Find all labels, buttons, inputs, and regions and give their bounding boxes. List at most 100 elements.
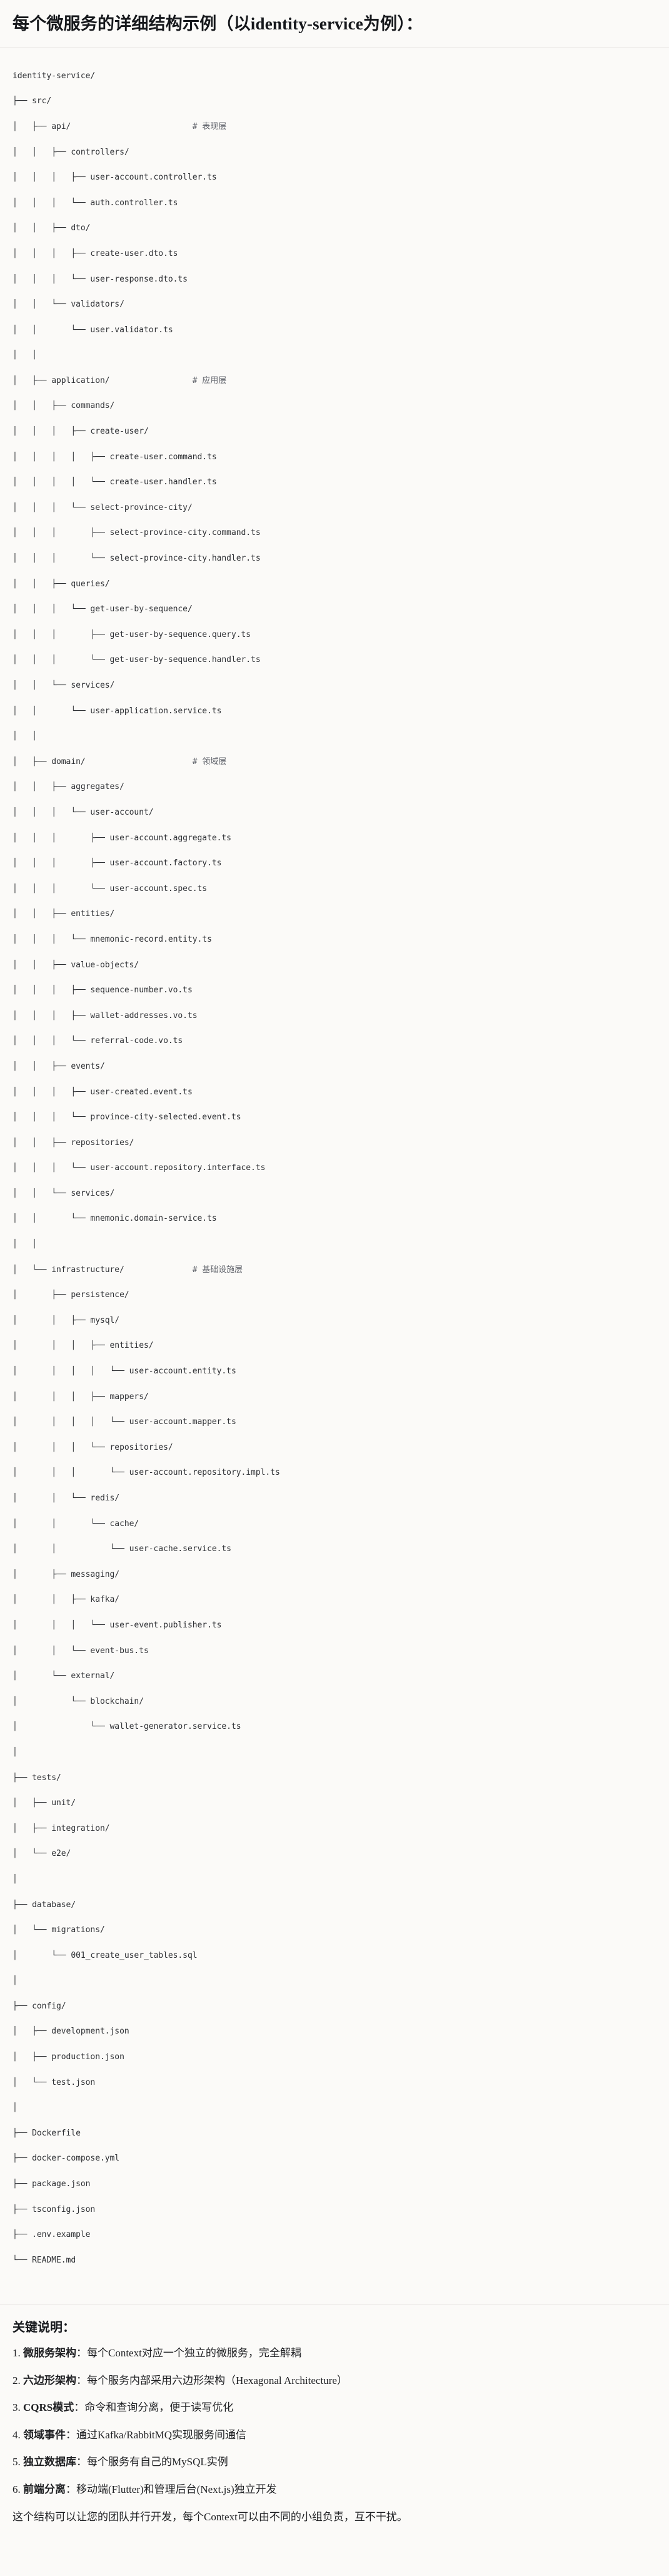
tree-line: │ │ │ ├── create-user/ [13,427,149,437]
tree-line-comment: # 基础设施层 [192,1265,243,1275]
tree-line: │ └── test.json [13,2077,96,2087]
tree-line: │ │ ├── entities/ [13,909,115,919]
tree-line: │ │ │ └── user-account.repository.impl.t… [13,1468,280,1478]
tree-line: │ │ └── user.validator.ts [13,325,173,335]
tree-line: │ │ └── validators/ [13,300,124,310]
key-point-number: 3. [13,2401,23,2414]
tree-line: │ └── infrastructure/ # 基础设施层 [13,1265,243,1275]
key-point-item: 6. 前端分离：移动端(Flutter)和管理后台(Next.js)独立开发 [13,2482,656,2498]
tree-line: │ │ │ └── user-account.repository.interf… [13,1163,266,1173]
tree-line: │ │ │ └── user-event.publisher.ts [13,1620,222,1630]
tree-line: │ │ │ │ └── create-user.handler.ts [13,477,217,487]
tree-line: │ │ │ └── get-user-by-sequence.handler.t… [13,655,261,665]
tree-line: │ │ └── user-cache.service.ts [13,1544,231,1554]
tree-line: │ │ │ └── user-response.dto.ts [13,274,188,284]
tree-line: │ │ │ ├── entities/ [13,1341,154,1351]
tree-line: │ │ │ └── select-province-city/ [13,502,193,512]
tree-line: │ │ │ └── repositories/ [13,1442,173,1452]
tree-line: │ │ │ │ ├── create-user.command.ts [13,452,217,462]
tree-line: │ │ │ │ └── user-account.mapper.ts [13,1417,236,1427]
tree-line: │ │ │ └── mnemonic-record.entity.ts [13,934,212,944]
tree-line-comment: # 表现层 [192,121,227,131]
key-points-title: 关键说明： [13,2321,75,2335]
tree-line: │ │ ├── kafka/ [13,1595,120,1605]
page-title: 每个微服务的详细结构示例（以identity-service为例）： [13,14,423,33]
tree-line: │ │ ├── aggregates/ [13,782,124,792]
tree-line: │ ├── production.json [13,2052,124,2062]
tree-line: │ │ │ ├── create-user.dto.ts [13,248,178,258]
tree-line: │ │ │ ├── get-user-by-sequence.query.ts [13,629,251,639]
tree-line: │ └── e2e/ [13,1849,71,1859]
key-point-description: ：通过Kafka/RabbitMQ实现服务间通信 [66,2428,246,2441]
directory-tree-text: identity-service/ ├── src/ │ ├── api/ # … [13,70,656,2267]
tree-line: │ ├── application/ # 应用层 [13,375,227,385]
key-point-item: 3. CQRS模式：命令和查询分离，便于读写优化 [13,2400,656,2416]
tree-line: │ [13,1874,18,1884]
tree-line: │ [13,1747,18,1757]
tree-line: │ │ │ │ └── user-account.entity.ts [13,1367,236,1377]
key-point-term: 六边形架构 [23,2374,76,2386]
directory-tree: identity-service/ ├── src/ │ ├── api/ # … [13,70,656,2280]
tree-line: ├── package.json [13,2179,91,2189]
tree-line: │ │ [13,731,37,741]
tree-line-comment: # 应用层 [192,375,227,385]
tree-line: │ │ └── cache/ [13,1519,139,1529]
tree-line: │ │ │ └── province-city-selected.event.t… [13,1112,241,1123]
directory-tree-block: identity-service/ ├── src/ │ ├── api/ # … [0,48,669,2304]
key-point-number: 1. [13,2347,23,2360]
tree-line: │ │ └── services/ [13,1188,115,1198]
tree-line: │ ├── persistence/ [13,1290,129,1300]
key-point-term: 微服务架构 [23,2347,76,2360]
tree-line: │ │ │ └── user-account.spec.ts [13,883,208,893]
tree-line: │ │ ├── mysql/ [13,1315,120,1325]
tree-line: │ │ │ ├── select-province-city.command.t… [13,528,261,538]
tree-line: ├── tests/ [13,1773,61,1783]
tree-line: │ │ └── event-bus.ts [13,1646,149,1656]
tree-line: │ │ │ ├── user-account.controller.ts [13,173,217,183]
tree-line: │ └── external/ [13,1671,115,1681]
tree-line: │ │ │ └── referral-code.vo.ts [13,1036,183,1046]
tree-line: │ ├── api/ # 表现层 [13,121,227,131]
tree-line: │ │ └── redis/ [13,1494,120,1503]
key-point-description: ：每个服务有自己的MySQL实例 [76,2456,228,2468]
key-points-block: 关键说明： 1. 微服务架构：每个Context对应一个独立的微服务，完全解耦 2… [0,2304,669,2543]
tree-line: │ ├── messaging/ [13,1569,120,1579]
tree-line: │ │ │ ├── mappers/ [13,1392,149,1402]
tree-line: │ │ ├── controllers/ [13,147,129,157]
tree-line: │ └── migrations/ [13,1925,105,1935]
key-point-number: 6. [13,2483,23,2495]
tree-line-comment: # 领域层 [192,756,227,766]
tree-line: │ ├── integration/ [13,1823,110,1833]
tree-line: │ │ │ ├── sequence-number.vo.ts [13,985,193,995]
tree-line: ├── .env.example [13,2230,91,2240]
key-points-list: 1. 微服务架构：每个Context对应一个独立的微服务，完全解耦 2. 六边形架… [13,2345,656,2497]
key-point-term: 领域事件 [23,2428,66,2441]
key-point-item: 2. 六边形架构：每个服务内部采用六边形架构（Hexagonal Archite… [13,2373,656,2389]
tree-line: │ │ ├── dto/ [13,223,91,233]
tree-line: └── README.md [13,2255,76,2265]
key-point-number: 4. [13,2428,23,2441]
key-point-number: 5. [13,2456,23,2468]
tree-line: │ │ ├── queries/ [13,579,110,589]
tree-line: │ │ │ └── select-province-city.handler.t… [13,554,261,564]
tree-line: │ │ │ └── user-account/ [13,807,154,817]
page-header: 每个微服务的详细结构示例（以identity-service为例）： [0,0,669,48]
tree-line: ├── config/ [13,2001,66,2011]
tree-line: │ [13,1976,18,1986]
tree-line: │ └── wallet-generator.service.ts [13,1722,241,1732]
tree-line: ├── tsconfig.json [13,2204,96,2214]
key-point-number: 2. [13,2374,23,2386]
key-point-description: ：命令和查询分离，便于读写优化 [74,2401,234,2414]
tree-line: │ │ │ ├── wallet-addresses.vo.ts [13,1011,198,1021]
tree-line: │ │ ├── events/ [13,1061,105,1071]
key-point-description: ：移动端(Flutter)和管理后台(Next.js)独立开发 [66,2483,277,2495]
tree-line: │ │ └── mnemonic.domain-service.ts [13,1214,217,1224]
tree-line: │ ├── development.json [13,2027,129,2037]
key-point-item: 1. 微服务架构：每个Context对应一个独立的微服务，完全解耦 [13,2345,656,2361]
tree-line: ├── docker-compose.yml [13,2154,120,2164]
tree-line: ├── Dockerfile [13,2128,81,2138]
tree-line: identity-service/ [13,71,96,81]
key-point-item: 4. 领域事件：通过Kafka/RabbitMQ实现服务间通信 [13,2427,656,2443]
tree-line: │ │ └── user-application.service.ts [13,706,222,716]
tree-line: │ │ ├── value-objects/ [13,960,139,970]
